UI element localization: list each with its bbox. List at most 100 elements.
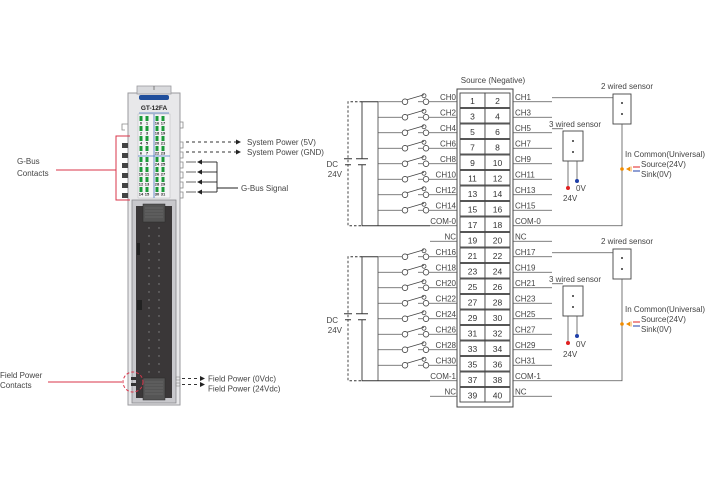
left-channel-label: CH0	[440, 93, 457, 102]
terminal-pin-number: 5	[470, 127, 475, 137]
common-label-bottom: In Common(Universal)	[625, 305, 705, 314]
terminal-pin-number: 6	[495, 127, 500, 137]
module-model-label: GT-12FA	[141, 105, 168, 112]
led-indicator	[161, 136, 165, 141]
led-indicator	[145, 177, 149, 182]
common-label-top: In Common(Universal)	[625, 150, 705, 159]
gbus-signal-label: G-Bus Signal	[241, 184, 288, 193]
pin-hole	[148, 307, 150, 309]
terminal-pin-number: 14	[493, 189, 503, 199]
pin-hole	[158, 339, 160, 341]
three-wire-sensor	[562, 285, 584, 317]
pin-hole	[158, 291, 160, 293]
switch-icon	[401, 124, 430, 136]
right-channel-label: CH29	[515, 341, 536, 350]
right-channel-label: CH25	[515, 310, 536, 319]
terminal-pin-box	[484, 170, 511, 186]
led-number-label: 18	[155, 131, 160, 136]
led-indicator	[139, 146, 143, 151]
left-channel-label: CH20	[436, 279, 457, 288]
arrow-left-icon	[626, 321, 630, 327]
led-number-label: 26	[155, 172, 160, 177]
terminal-pin-box	[484, 263, 511, 279]
terminal-pin-number: 29	[468, 313, 478, 323]
switch-icon	[401, 279, 430, 291]
led-indicator	[145, 126, 149, 131]
source-label-bottom: Source(24V)	[641, 315, 686, 324]
terminal-pin-number: 38	[493, 375, 503, 385]
led-number-label: 15	[145, 192, 150, 197]
pin-hole	[148, 283, 150, 285]
switch-icon	[401, 310, 430, 322]
terminal-pin-number: 4	[495, 111, 500, 121]
terminal-pin-box	[484, 92, 511, 108]
switch-icon	[401, 294, 430, 307]
terminal-pin-box	[484, 232, 511, 248]
gbus-signal-lines	[186, 161, 238, 193]
terminal-pin-number: 30	[493, 313, 503, 323]
pin-hole	[148, 339, 150, 341]
led-number-label: 16	[155, 121, 160, 126]
terminal-pin-number: 31	[468, 328, 478, 338]
sensor-0v-label-bottom: 0V	[576, 340, 586, 349]
two-wire-sensor-label-top: 2 wired sensor	[601, 82, 653, 91]
dc-label-bottom: DC	[326, 316, 338, 325]
led-number-label: 10	[139, 172, 144, 177]
left-channel-label: NC	[444, 232, 456, 241]
arrow-right-icon	[200, 382, 205, 387]
switch-icon	[401, 170, 430, 183]
pin-hole	[148, 235, 150, 237]
supply-wire	[361, 256, 378, 314]
terminal-0v-dot	[575, 334, 579, 338]
two-wire-sensor	[612, 93, 632, 125]
arrow-right-icon	[236, 139, 241, 145]
sink-label-top: Sink(0V)	[641, 170, 672, 179]
led-number-label: 30	[155, 192, 160, 197]
led-indicator	[161, 187, 165, 192]
right-channel-label: CH11	[515, 170, 535, 179]
left-channel-label: CH12	[436, 186, 457, 195]
led-number-label: 14	[139, 192, 144, 197]
sensor-24v-label-top: 24V	[563, 194, 578, 203]
terminal-pin-box	[484, 154, 511, 170]
arrow-left-icons	[197, 159, 202, 195]
terminal-pin-number: 19	[468, 235, 478, 245]
terminal-pin-number: 18	[493, 220, 503, 230]
led-indicator	[139, 177, 143, 182]
right-channel-label: CH7	[515, 139, 532, 148]
three-wire-sensor	[562, 130, 584, 162]
battery-icon	[344, 158, 368, 166]
right-channel-label: CH9	[515, 155, 532, 164]
system-power-5v-label: System Power (5V)	[247, 138, 316, 147]
right-channel-label: CH21	[515, 279, 536, 288]
terminal-pin-number: 26	[493, 282, 503, 292]
wiring-title: Source (Negative)	[461, 76, 526, 85]
sensor-0v-label-top: 0V	[576, 184, 586, 193]
led-indicator	[145, 157, 149, 162]
left-channel-label: CH10	[436, 170, 457, 179]
led-number-label: 12	[139, 182, 144, 187]
led-indicator	[139, 157, 143, 162]
led-number-label: 1	[146, 121, 149, 126]
terminal-pin-box	[484, 278, 511, 294]
terminal-pin-box	[484, 201, 511, 217]
switch-icon	[401, 341, 430, 353]
terminal-pin-box	[484, 356, 511, 372]
terminal-pin-number: 13	[468, 189, 478, 199]
switch-icon	[401, 356, 430, 369]
pin-hole	[158, 299, 160, 301]
pin-hole	[148, 243, 150, 245]
led-indicator	[155, 146, 159, 151]
led-indicator	[161, 126, 165, 131]
led-number-label: 3	[146, 131, 149, 136]
led-number-label: 23	[161, 151, 166, 156]
field-power-contacts-label-line2: Contacts	[0, 381, 32, 390]
terminal-pin-number: 40	[493, 390, 503, 400]
pin-hole	[158, 267, 160, 269]
system-power-lines	[186, 141, 236, 153]
switch-icon	[401, 263, 430, 276]
right-channel-label: CH17	[515, 248, 536, 257]
terminal-pin-number: 36	[493, 359, 503, 369]
